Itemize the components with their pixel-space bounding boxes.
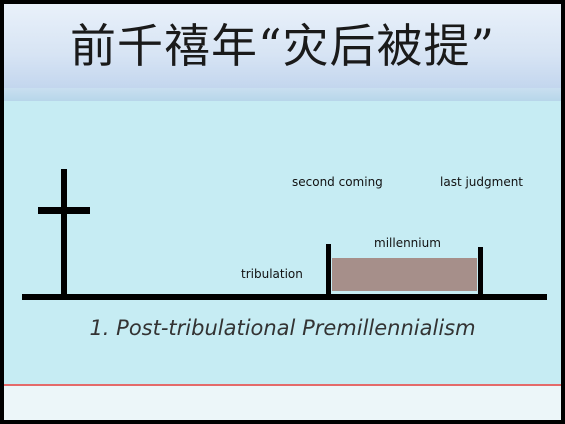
diagram-panel: second coming last judgment millennium t…: [4, 101, 561, 384]
title-band: 前千禧年“灾后被提”: [4, 4, 561, 88]
cross-icon: [38, 169, 90, 298]
timeline-line: [22, 294, 547, 300]
last-judgment-marker: [478, 247, 483, 296]
millennium-block: [332, 258, 477, 291]
tribulation-label: tribulation: [241, 267, 303, 281]
divider-line: [4, 384, 561, 386]
bottom-band: [4, 386, 561, 420]
millennium-label: millennium: [374, 236, 441, 250]
slide: 前千禧年“灾后被提” second coming last judgment m…: [4, 4, 561, 420]
slide-title: 前千禧年“灾后被提”: [69, 19, 496, 73]
second-coming-marker: [326, 244, 331, 296]
diagram-caption: 1. Post-tribulational Premillennialism: [89, 316, 476, 340]
last-judgment-label: last judgment: [440, 175, 524, 189]
second-coming-label: second coming: [292, 175, 383, 189]
timeline-diagram: [22, 169, 547, 300]
header-stripe: [4, 88, 561, 101]
